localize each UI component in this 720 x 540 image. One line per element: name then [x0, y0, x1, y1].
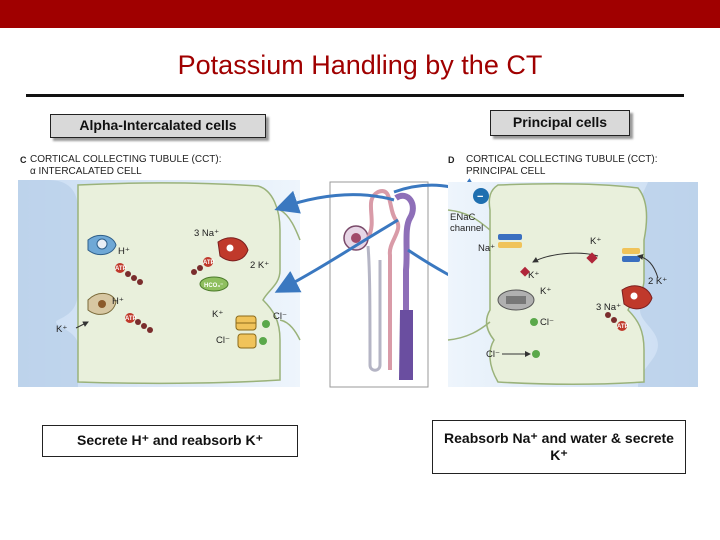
k-cl-cotransporter: [235, 315, 257, 331]
panel-c: C CORTICAL COLLECTING TUBULE (CCT): α IN…: [18, 154, 301, 387]
label-cl-d: Cl⁻: [540, 317, 554, 328]
collecting-duct: [394, 192, 416, 380]
panel-d-id: D: [448, 155, 455, 165]
k-basolateral-arrow: [637, 254, 659, 279]
svg-text:ATP: ATP: [115, 266, 127, 272]
k-channel-apical: [622, 248, 640, 262]
label-cl-bottom-c: Cl⁻: [216, 335, 230, 346]
principal-cells-header: Principal cells: [490, 110, 630, 136]
arrow-to-panel-c-top: [274, 190, 395, 214]
ct-diagram: C CORTICAL COLLECTING TUBULE (CCT): α IN…: [18, 154, 698, 388]
title-rule: [26, 94, 684, 97]
enac-channel: [498, 234, 522, 248]
panel-d-caption-1: CORTICAL COLLECTING TUBULE (CCT):: [466, 154, 658, 165]
roMK-channel: [497, 289, 535, 311]
svg-text:ATP: ATP: [203, 260, 215, 266]
h-k-atpase: [87, 293, 117, 315]
label-cl-right-c: Cl⁻: [273, 311, 287, 322]
cl-ion-bottom-d: [532, 350, 540, 358]
atp-chain-d: ATP: [605, 312, 629, 331]
panel-c-cell-body: [77, 182, 281, 385]
loop-of-henle: [366, 245, 382, 372]
cl-ion-right: [262, 320, 270, 328]
h-pump-top: [87, 234, 117, 256]
svg-text:ATP: ATP: [125, 316, 137, 322]
label-enac-2: channel: [450, 223, 483, 234]
atp-chain-3: ATP: [191, 257, 215, 275]
panel-c-caption-2: α INTERCALATED CELL: [30, 166, 142, 177]
panel-d-caption-2: PRINCIPAL CELL: [466, 166, 546, 177]
atp-chain-1: ATP: [115, 263, 143, 285]
panel-d: D CORTICAL COLLECTING TUBULE (CCT): PRIN…: [447, 154, 698, 387]
cl-channel-c: [237, 333, 257, 349]
label-enac-1: ENaC: [450, 212, 475, 223]
nephron-schematic: [329, 181, 429, 388]
svg-text:−: −: [477, 191, 483, 203]
slide-title: Potassium Handling by the CT: [177, 50, 543, 80]
top-accent-bar: [0, 0, 720, 28]
collecting-duct-lower: [399, 310, 413, 380]
label-k-right-c: K⁺: [212, 309, 223, 320]
cl-ion-bottom: [259, 337, 267, 345]
svg-text:HCO₃⁻: HCO₃⁻: [204, 283, 223, 289]
na-k-atpase-d: [621, 285, 653, 310]
arrow-to-panel-c-bottom: [274, 218, 399, 293]
alpha-summary-box: Secrete H⁺ and reabsorb K⁺: [42, 425, 298, 457]
label-k-lumen-d: K⁺: [540, 286, 551, 297]
label-cl-bottom-d: Cl⁻: [486, 349, 500, 360]
panel-d-junction-lines: [447, 209, 491, 341]
k-ion-mid: [520, 266, 530, 277]
label-k2-c: 2 K⁺: [250, 260, 269, 271]
principal-summary-box: Reabsorb Na⁺ and water & secrete K⁺: [432, 420, 686, 474]
atp-chain-2: ATP: [125, 313, 153, 333]
label-na-d: Na⁺: [478, 243, 495, 254]
cl-ion-d: [530, 318, 538, 326]
na-k-atpase-c: [217, 237, 249, 262]
panel-c-id: C: [20, 155, 27, 165]
k-left-arrow: [75, 321, 89, 329]
proximal-tubule: [366, 189, 401, 370]
lumen-negative-badge: −: [473, 188, 489, 204]
label-h-bottom: H⁺: [112, 296, 124, 307]
label-k-mid-d: K⁺: [528, 270, 539, 281]
hco3-exchanger: HCO₃⁻: [199, 276, 229, 292]
svg-text:ATP: ATP: [617, 324, 629, 330]
label-na3-d: 3 Na⁺: [596, 302, 621, 313]
label-na3: 3 Na⁺: [194, 228, 219, 239]
label-k2-d: 2 K⁺: [648, 276, 667, 287]
label-k-top-d: K⁺: [590, 236, 601, 247]
panel-d-cell-body: [485, 183, 648, 385]
label-k-left: K⁺: [56, 324, 67, 335]
panel-d-interstitium: [638, 182, 698, 387]
alpha-intercalated-header: Alpha-Intercalated cells: [50, 114, 266, 138]
label-h-top: H⁺: [118, 246, 130, 257]
panel-c-caption-1: CORTICAL COLLECTING TUBULE (CCT):: [30, 154, 222, 165]
panel-c-lumen: [18, 180, 78, 387]
